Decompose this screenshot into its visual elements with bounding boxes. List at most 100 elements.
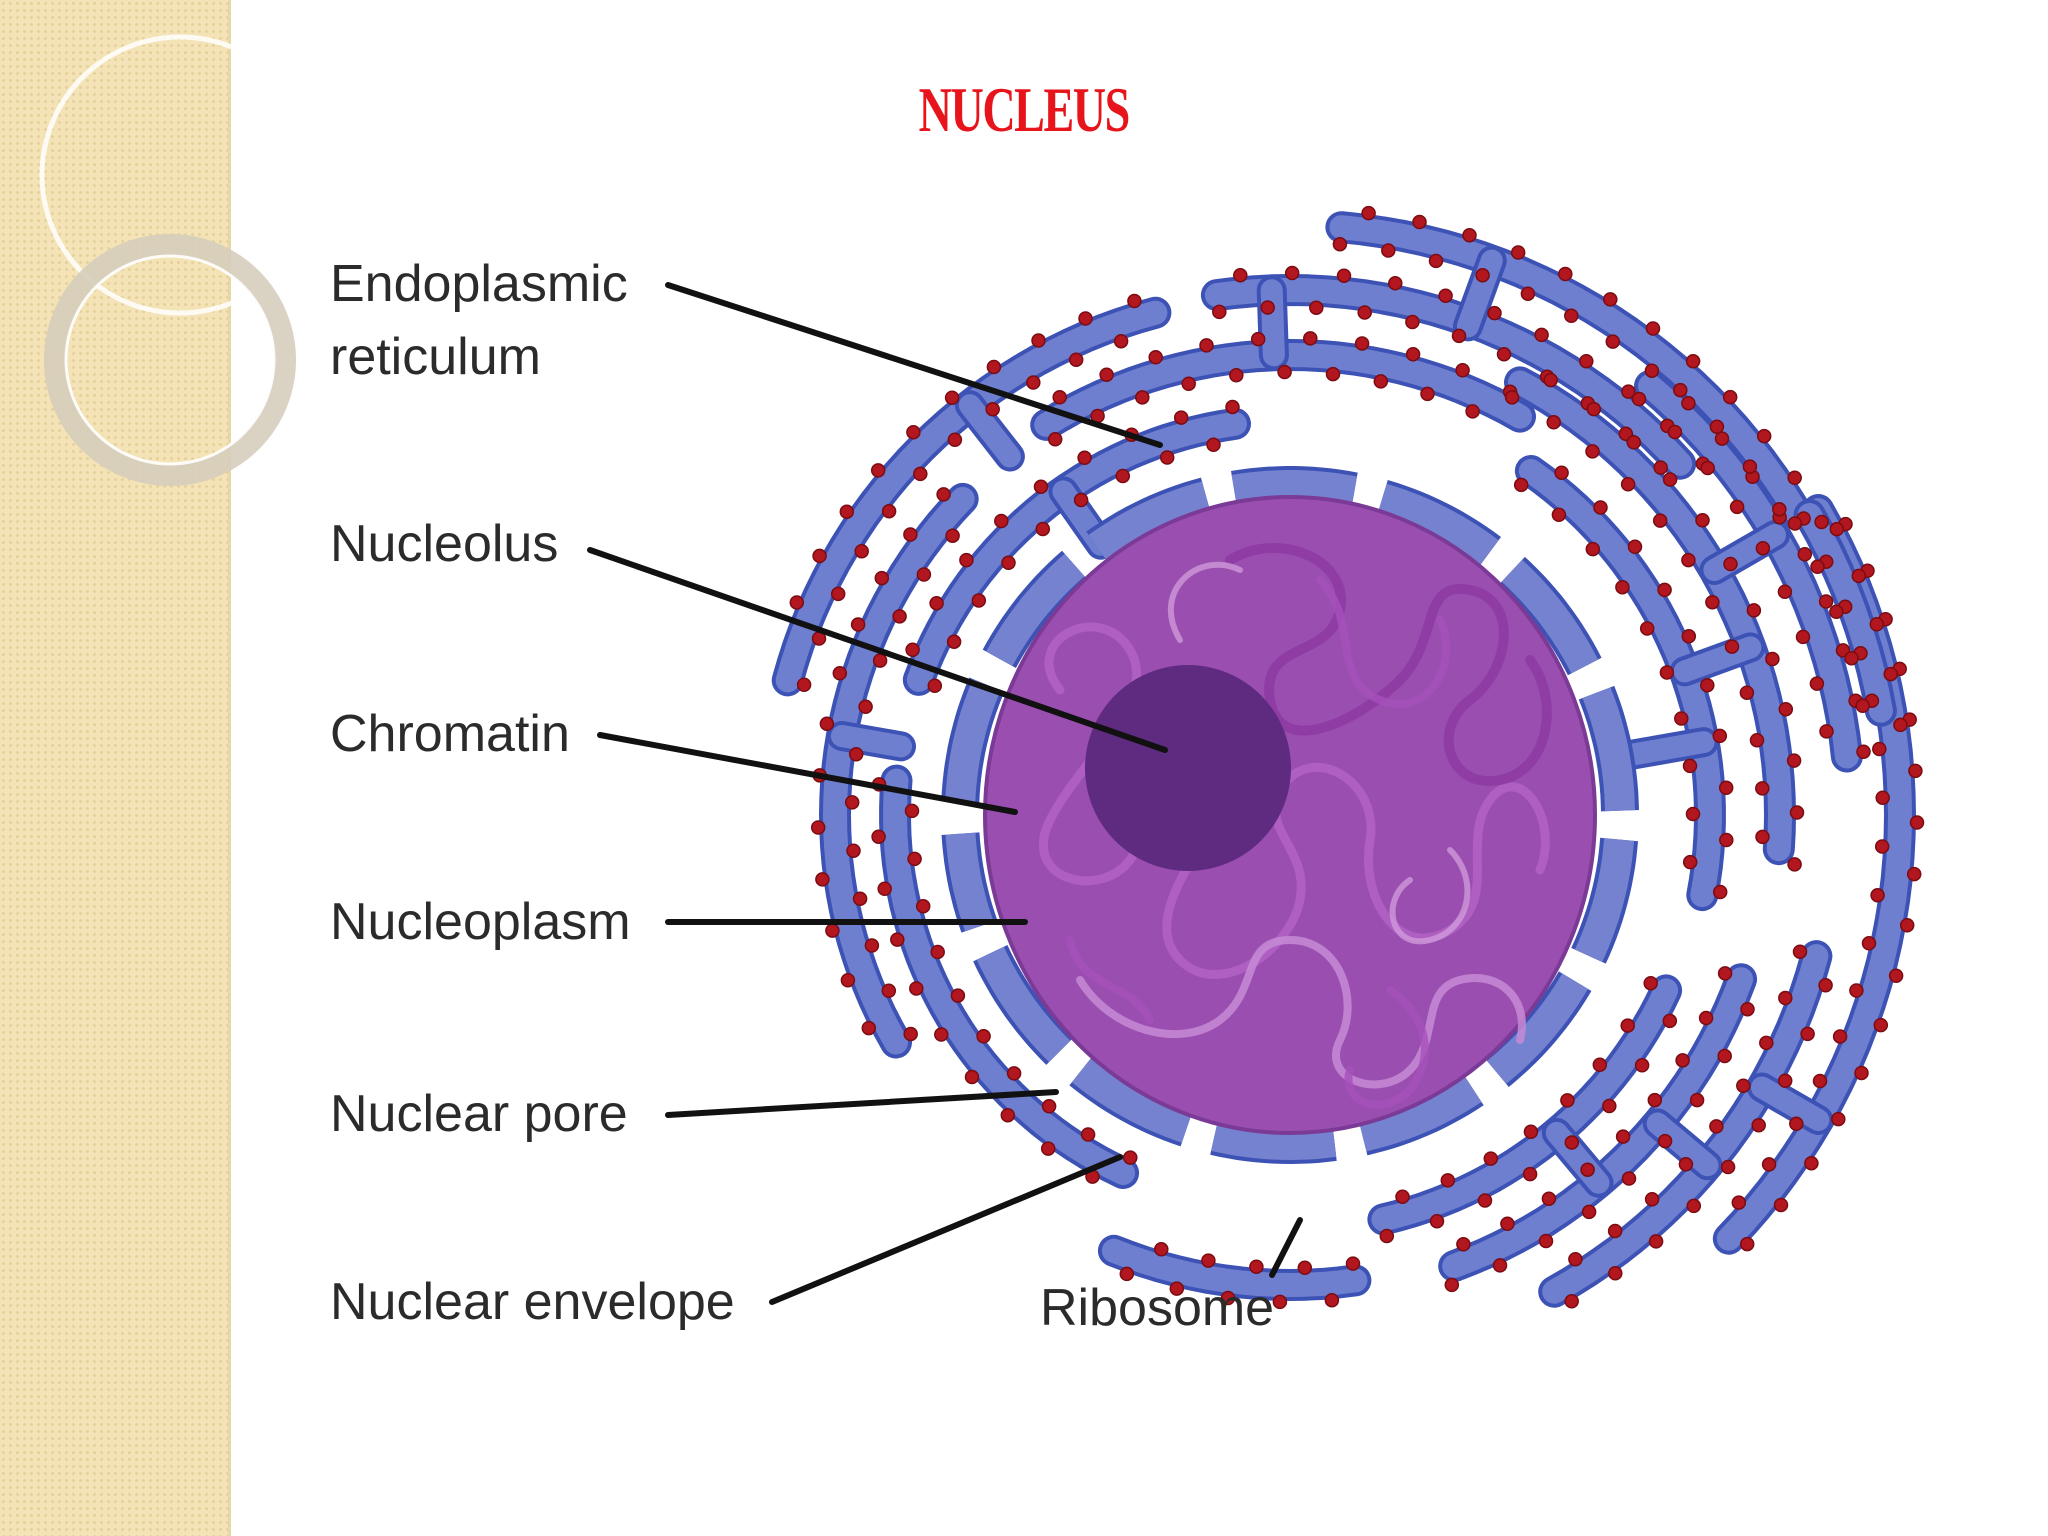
ribosome [1742,459,1758,474]
ribosome [1787,857,1802,872]
envelope-segment [945,832,994,932]
ribosome [1560,1093,1575,1108]
ribosome [1558,266,1573,282]
ribosome [1615,1129,1631,1144]
leader-line-ribosome [1269,1217,1303,1278]
ribosome [1361,205,1376,221]
ribosome [947,432,963,448]
label-nucleolus: Nucleolus [330,515,559,573]
nucleoplasm [983,495,1597,1135]
ribosome [1620,477,1636,492]
ribosome [1354,336,1370,351]
ribosome [1332,236,1348,252]
ribosome [1123,1150,1138,1165]
label-endoplasmic-reticulum-line1: Endoplasmic [330,255,628,313]
envelope-segment [976,946,1071,1063]
ribosome [934,1027,949,1042]
ribosome [1297,1260,1313,1276]
envelope-segment [1486,973,1588,1084]
ribosome [1438,288,1453,304]
ribosome [1035,521,1051,537]
ribosome [854,544,869,559]
ribosome [1031,333,1046,348]
ribosome [1720,1159,1736,1175]
ribosome [796,677,812,693]
ribosome [1681,629,1697,644]
ribosome [1324,1292,1340,1308]
envelope-segment [986,553,1085,667]
ribosome [1006,1066,1022,1081]
ribosome [1800,1026,1815,1042]
ribosome [1585,444,1600,459]
ribosome [930,944,945,960]
ribosome [1551,507,1567,523]
ribosome [1602,1098,1617,1114]
ribosome [1585,541,1601,557]
ribosome [1621,1171,1637,1186]
ribosome [1500,1216,1515,1232]
ribosome [1644,363,1660,379]
ribosome [815,872,830,887]
ribosome [1229,368,1244,383]
ribosome [1388,276,1403,291]
ribosome [1568,1251,1583,1267]
ribosome [1851,568,1867,584]
ribosome [1685,806,1701,822]
ribosome [1579,353,1594,369]
ribosome [1698,1010,1714,1026]
ribosome [1564,1135,1580,1150]
leader-line-endoplasmic-reticulum [665,282,1163,448]
ribosome [852,891,868,906]
ribosome [1099,367,1114,382]
ribosome [1564,1294,1579,1309]
er-bridge [1260,279,1285,367]
ribosome [881,983,897,999]
ribosome [1657,582,1672,598]
ribosome [915,898,931,914]
leader-lines [587,282,1303,1305]
ribosome [1755,829,1770,845]
ribosome [1761,1157,1777,1172]
chromatin [1038,543,1552,1109]
ribosome [1620,1018,1635,1033]
ribosome [1564,308,1579,324]
ribosome [1777,1073,1793,1088]
ribosome [936,487,951,502]
ribosome [1875,790,1890,805]
envelope-segment [1582,687,1635,812]
ribosome [1755,540,1771,556]
ribosome [825,923,840,938]
ribosome [1675,1053,1690,1068]
ribosome [1608,1266,1623,1281]
ribosome [1077,450,1092,466]
ribosome [1626,435,1642,450]
decorative-rings [39,34,321,486]
label-nucleoplasm: Nucleoplasm [330,893,631,951]
ribosome [1709,1119,1724,1134]
ribosome [1765,651,1780,667]
ribosome [1465,404,1480,419]
ribosome [1814,514,1829,530]
ribosome [1844,650,1859,666]
ribosome [1705,594,1720,610]
ribosome [1810,559,1825,575]
ribosome [1634,1058,1650,1073]
ribosome [1736,1078,1751,1094]
ribosome [1592,1057,1608,1073]
envelope-segment [1071,1058,1192,1143]
ribosome [1739,685,1755,700]
ribosome [913,466,928,482]
ribosome [1504,390,1520,405]
ribosome [1755,781,1770,796]
ribosome [1496,347,1512,362]
ribosome [1119,1266,1135,1282]
ribosome [874,570,890,586]
ribosome [1682,758,1698,774]
ribosome [1429,1213,1445,1229]
envelope-segment [1359,1076,1482,1152]
ribosome [1829,604,1844,620]
ribosome [1405,346,1421,362]
ribosome [964,1069,980,1085]
ribosome [1586,401,1602,417]
ribosome [1643,975,1658,991]
